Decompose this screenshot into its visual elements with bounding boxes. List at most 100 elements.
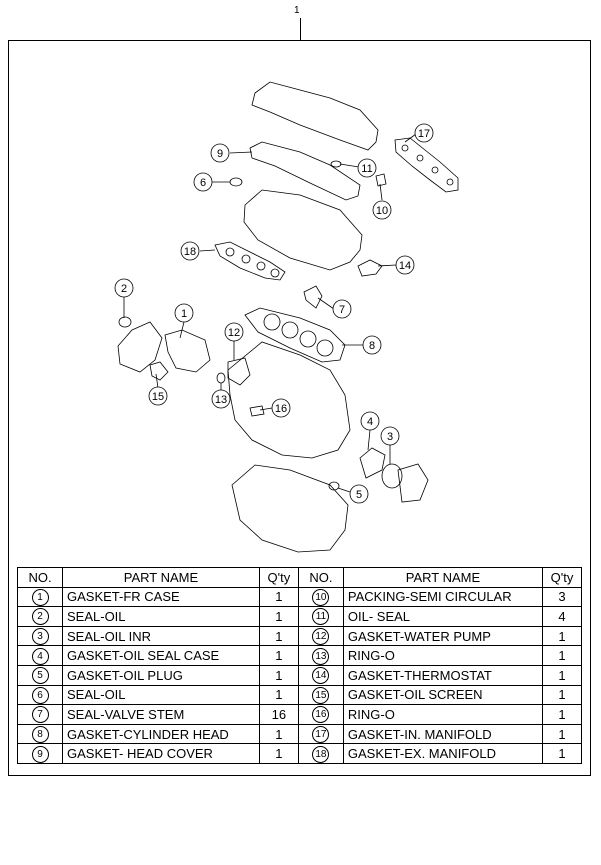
header-qty: Q'ty bbox=[258, 567, 299, 588]
part-name: RING-O bbox=[342, 704, 544, 725]
oil-screen-gasket bbox=[149, 361, 169, 381]
part-number: 2 bbox=[31, 608, 49, 626]
water-pump-gasket bbox=[227, 357, 251, 386]
callout-5 bbox=[349, 484, 369, 504]
rear-housing bbox=[397, 463, 429, 503]
part-number: 17 bbox=[312, 726, 330, 744]
callout-label-14: 14 bbox=[399, 260, 411, 272]
table-row: 2 SEAL-OIL 1 11 OIL- SEAL 4 bbox=[17, 606, 582, 627]
oil-seal-2 bbox=[118, 316, 132, 328]
part-name: SEAL-OIL INR bbox=[62, 625, 260, 647]
cylinder-head-gasket bbox=[244, 307, 346, 363]
o-ring-13 bbox=[216, 372, 226, 384]
part-number: 11 bbox=[312, 608, 330, 626]
callout-label-3: 3 bbox=[387, 431, 393, 443]
callout-label-10: 10 bbox=[376, 205, 388, 217]
thermostat-gasket bbox=[357, 259, 383, 277]
parts-table: NO. PART NAME Q'ty NO. PART NAME Q'ty 1 … bbox=[17, 567, 582, 764]
oil-seal-6 bbox=[229, 177, 243, 187]
callout-2 bbox=[114, 278, 134, 298]
o-ring-16 bbox=[249, 405, 265, 417]
callout-15 bbox=[148, 386, 168, 406]
callouts bbox=[114, 123, 434, 504]
part-name: SEAL-VALVE STEM bbox=[62, 704, 260, 725]
part-number: 7 bbox=[31, 706, 49, 724]
part-name: SEAL-OIL bbox=[62, 606, 260, 627]
oil-pan-outline bbox=[231, 464, 349, 553]
page-number: 1 bbox=[294, 5, 300, 16]
semi-circular-packing bbox=[375, 173, 387, 187]
callout-label-9: 9 bbox=[217, 148, 223, 160]
front-case-outline bbox=[117, 321, 163, 373]
part-number: 12 bbox=[312, 628, 330, 646]
part-name: GASKET- HEAD COVER bbox=[62, 743, 260, 764]
part-qty: 1 bbox=[258, 645, 299, 666]
part-qty: 1 bbox=[542, 645, 582, 666]
callout-label-18: 18 bbox=[184, 246, 196, 258]
cylinder-head-outline bbox=[243, 189, 363, 271]
oil-seal-11 bbox=[330, 160, 342, 168]
part-name: GASKET-IN. MANIFOLD bbox=[342, 723, 544, 745]
part-number: 15 bbox=[312, 686, 330, 704]
table-row: 8 GASKET-CYLINDER HEAD 1 17 GASKET-IN. M… bbox=[17, 723, 582, 745]
part-qty: 4 bbox=[542, 606, 582, 627]
in-manifold-gasket bbox=[394, 137, 459, 193]
callout-label-6: 6 bbox=[200, 177, 206, 189]
part-number: 8 bbox=[31, 726, 49, 744]
part-name: GASKET-OIL PLUG bbox=[62, 664, 260, 686]
callout-label-5: 5 bbox=[356, 489, 362, 501]
callout-label-11: 11 bbox=[361, 163, 372, 175]
part-qty: 1 bbox=[542, 684, 582, 706]
part-number: 10 bbox=[312, 588, 330, 606]
front-case-gasket bbox=[164, 329, 211, 373]
header-part-name-2: PART NAME bbox=[342, 567, 544, 588]
part-qty: 1 bbox=[542, 723, 582, 745]
part-number: 14 bbox=[312, 667, 330, 685]
callout-label-13: 13 bbox=[215, 394, 227, 406]
part-qty: 1 bbox=[542, 625, 582, 647]
callout-6 bbox=[193, 172, 213, 192]
callout-4 bbox=[360, 411, 380, 431]
callout-8 bbox=[362, 335, 382, 355]
header-qty-2: Q'ty bbox=[542, 567, 582, 588]
table-row: 5 GASKET-OIL PLUG 1 14 GASKET-THERMOSTAT… bbox=[17, 664, 582, 686]
page-leader-line bbox=[300, 18, 301, 40]
part-qty: 1 bbox=[542, 664, 582, 686]
table-row: 4 GASKET-OIL SEAL CASE 1 13 RING-O 1 bbox=[17, 645, 582, 666]
part-number: 13 bbox=[312, 647, 330, 665]
callout-label-17: 17 bbox=[418, 128, 430, 140]
part-number: 18 bbox=[312, 745, 330, 763]
callout-17 bbox=[414, 123, 434, 143]
callout-13 bbox=[211, 389, 231, 409]
part-name: GASKET-CYLINDER HEAD bbox=[62, 723, 260, 745]
part-number: 1 bbox=[31, 588, 49, 606]
part-name: GASKET-OIL SCREEN bbox=[342, 684, 544, 706]
callout-14 bbox=[395, 255, 415, 275]
callout-10 bbox=[372, 200, 392, 220]
table-row: 7 SEAL-VALVE STEM 16 16 RING-O 1 bbox=[17, 704, 582, 725]
callout-label-12: 12 bbox=[228, 327, 240, 339]
header-part-name: PART NAME bbox=[62, 567, 260, 588]
table-row: 6 SEAL-OIL 1 15 GASKET-OIL SCREEN 1 bbox=[17, 684, 582, 706]
head-cover-outline bbox=[251, 81, 379, 151]
part-number: 4 bbox=[31, 647, 49, 665]
callout-3 bbox=[380, 426, 400, 446]
callout-label-2: 2 bbox=[121, 283, 127, 295]
part-qty: 16 bbox=[258, 704, 299, 725]
callout-1 bbox=[174, 303, 194, 323]
part-number: 6 bbox=[31, 686, 49, 704]
header-no-2: NO. bbox=[297, 567, 344, 588]
part-number: 3 bbox=[31, 628, 49, 646]
part-number: 16 bbox=[312, 706, 330, 724]
callout-label-16: 16 bbox=[275, 403, 287, 415]
callout-11 bbox=[357, 158, 377, 178]
part-qty: 1 bbox=[258, 586, 299, 608]
diagram-frame bbox=[8, 40, 591, 776]
part-name: GASKET-EX. MANIFOLD bbox=[342, 743, 544, 764]
table-row: 9 GASKET- HEAD COVER 1 18 GASKET-EX. MAN… bbox=[17, 743, 582, 764]
callout-12 bbox=[224, 322, 244, 342]
leader-lines bbox=[123, 133, 417, 493]
callout-label-8: 8 bbox=[369, 340, 375, 352]
part-name: GASKET-OIL SEAL CASE bbox=[62, 645, 260, 666]
valve-stem-seal bbox=[303, 285, 323, 309]
